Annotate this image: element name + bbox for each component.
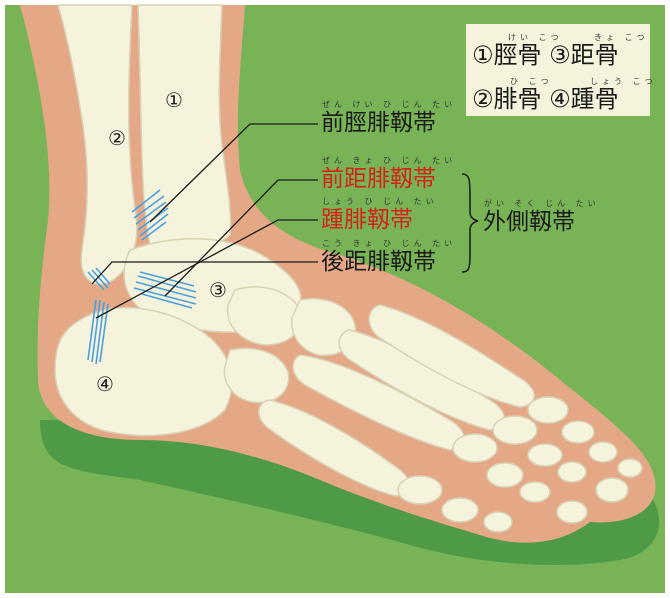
marker-tibia: ① [165, 90, 183, 110]
legend-row-1: ①脛骨 ③距骨 [472, 43, 619, 67]
ligament-3-ruby: しょう ひ じん たい [322, 196, 438, 207]
ligament-3-label: 踵腓靱帯 [321, 209, 413, 232]
ligament-2-ruby: ぜん きょ ひ じん たい [322, 155, 456, 166]
ligament-1-label: 前脛腓靱帯 [321, 112, 436, 135]
legend-row-2: ②腓骨 ④踵骨 [472, 87, 619, 111]
ligament-4-ruby: こう きょ ひ じん たい [322, 238, 456, 249]
ligament-2-label: 前距腓靱帯 [321, 168, 436, 191]
group-ruby: がい そく じん たい [484, 198, 600, 209]
marker-calcaneus: ④ [96, 374, 114, 394]
ligament-4-label: 後距腓靱帯 [321, 251, 436, 274]
ligament-1-ruby: ぜん けい ひ じん たい [322, 99, 456, 110]
marker-talus: ③ [209, 280, 227, 300]
marker-fibula: ② [108, 128, 126, 148]
group-label: 外側靱帯 [483, 211, 575, 234]
